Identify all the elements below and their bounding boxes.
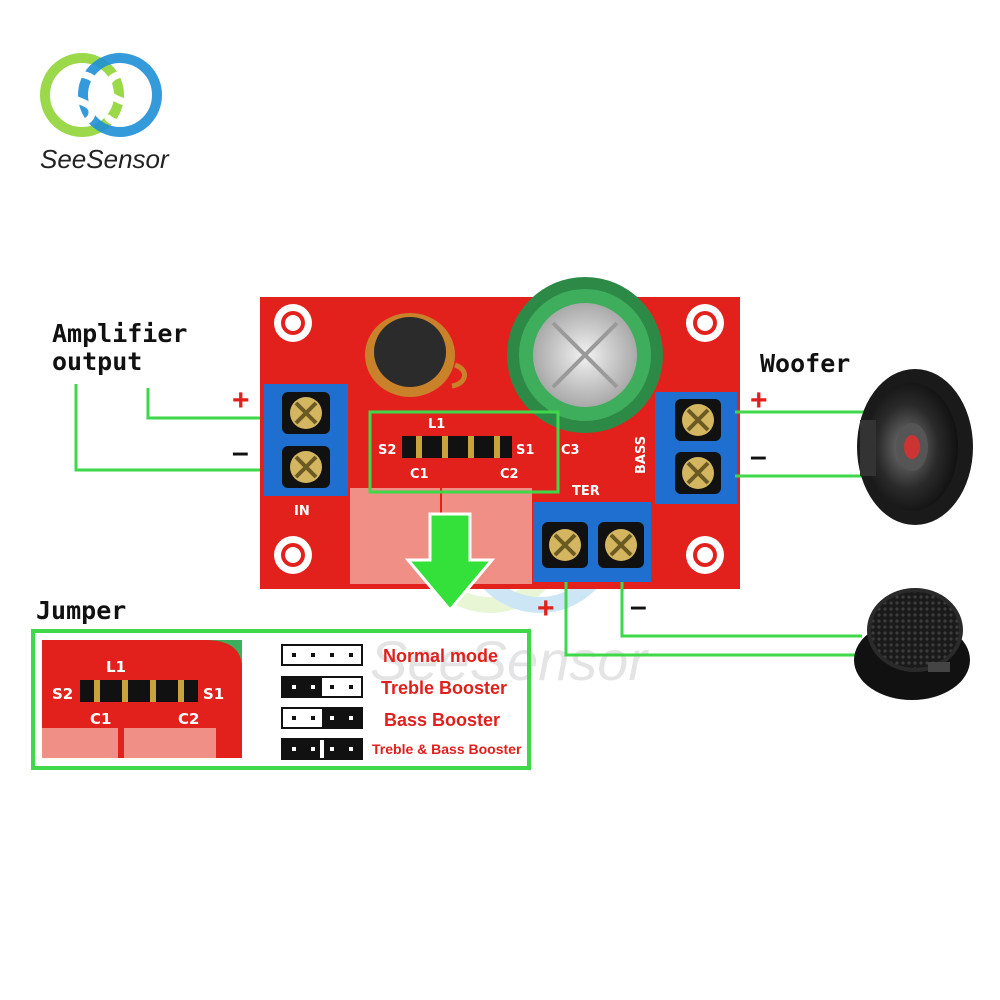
amp-minus-sign: –	[232, 436, 249, 469]
jumper-panel-frame	[31, 629, 531, 770]
mode-label-normal: Normal mode	[383, 646, 498, 666]
closeup-label-c1: C1	[90, 710, 111, 728]
amplifier-output-label-line1: Amplifier	[52, 319, 187, 348]
pcb-label-s1: S1	[516, 443, 534, 458]
inductor-coil-icon	[365, 313, 467, 397]
jumper-mode-normal: Normal mode	[281, 644, 498, 666]
tweeter-minus-sign: –	[630, 590, 647, 623]
amplifier-wires	[74, 384, 282, 472]
pcb-label-bass: BASS	[634, 436, 649, 474]
crossover-pcb: IN BASS TER	[260, 277, 740, 589]
pcb-label-c2: C2	[500, 467, 519, 482]
tweeter-terminal-block	[533, 502, 651, 582]
pcb-label-c3: C3	[561, 443, 580, 458]
mode-label-treble-bass: Treble & Bass Booster	[372, 741, 522, 757]
closeup-label-c2: C2	[178, 710, 199, 728]
mode-label-treble: Treble Booster	[381, 678, 507, 698]
tweeter-speaker-icon	[854, 588, 970, 700]
pcb-label-ter: TER	[572, 484, 600, 499]
woofer-label: Woofer	[760, 349, 850, 378]
mounting-holes	[274, 304, 724, 574]
input-terminal-block	[264, 384, 348, 496]
brand-name: SeeSensor	[40, 144, 170, 174]
closeup-label-s2: S2	[52, 685, 73, 703]
pcb-jumper-header	[402, 436, 512, 458]
tweeter-wires	[564, 582, 862, 657]
capacitor-c3-icon	[507, 277, 663, 433]
woofer-wires	[735, 410, 868, 478]
woofer-speaker-icon	[857, 369, 973, 525]
down-arrow-icon	[404, 512, 496, 613]
jumper-mode-bass: Bass Booster	[281, 707, 500, 730]
brand-logo: SeeSensor	[40, 53, 170, 174]
tweeter-plus-sign: +	[537, 592, 555, 625]
bass-terminal-block	[655, 392, 737, 504]
jumper-closeup	[42, 640, 242, 758]
pcb-label-c1: C1	[410, 467, 429, 482]
jumper-highlight-frame	[368, 410, 560, 494]
amp-plus-sign: +	[232, 384, 250, 417]
woofer-minus-sign: –	[750, 440, 767, 473]
mode-label-bass: Bass Booster	[384, 710, 500, 730]
pcb-label-s2: S2	[378, 443, 396, 458]
pcb-label-in: IN	[294, 504, 310, 519]
jumper-mode-treble: Treble Booster	[281, 676, 507, 698]
closeup-label-s1: S1	[203, 685, 224, 703]
watermark-text: SeeSensor	[370, 629, 649, 692]
closeup-label-l1: L1	[106, 658, 126, 676]
logo-mark-icon	[40, 53, 162, 137]
jumper-label: Jumper	[36, 596, 126, 625]
pcb-label-l1: L1	[428, 417, 445, 432]
woofer-plus-sign: +	[750, 384, 768, 417]
jumper-mode-treble-bass: Treble & Bass Booster	[281, 738, 522, 760]
amplifier-output-label-line2: output	[52, 347, 142, 376]
